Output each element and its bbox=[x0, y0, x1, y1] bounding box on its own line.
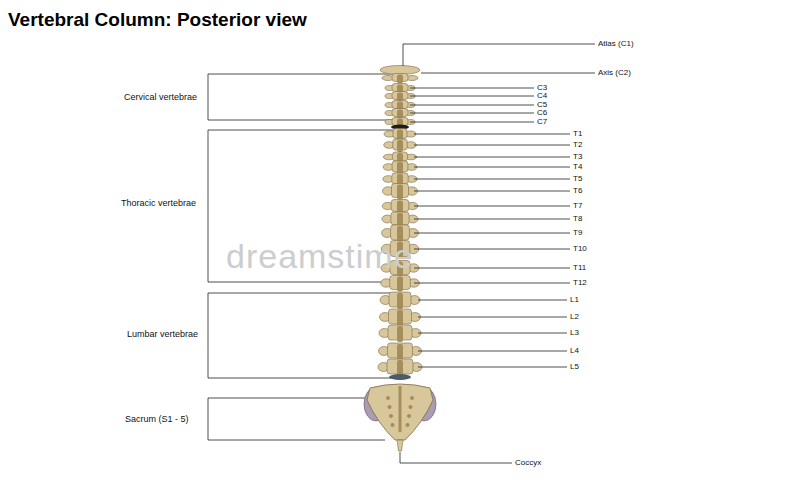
vertebra-label: L4 bbox=[570, 347, 579, 355]
leader-line bbox=[410, 105, 534, 106]
leader-line bbox=[414, 249, 570, 250]
leader-line bbox=[414, 283, 570, 284]
lumbar-bracket bbox=[208, 293, 393, 378]
vertebra-label: T7 bbox=[573, 202, 582, 210]
vertebra-label: Axis (C2) bbox=[598, 69, 631, 77]
leader-line bbox=[400, 452, 512, 463]
leader-line bbox=[410, 113, 534, 114]
sacrum-bracket bbox=[208, 398, 385, 440]
leader-line bbox=[414, 157, 570, 158]
spinous-process bbox=[397, 185, 403, 200]
intervertebral-disc bbox=[389, 374, 411, 380]
sacrum-bone bbox=[367, 384, 433, 440]
region-label: Lumbar vertebrae bbox=[127, 330, 198, 339]
sacral-foramen bbox=[386, 396, 390, 400]
sacral-foramen bbox=[391, 423, 395, 427]
vertebra-label: T8 bbox=[573, 215, 582, 223]
coccyx-bone bbox=[397, 440, 403, 451]
spinous-process bbox=[397, 140, 403, 152]
vertebra-label: T1 bbox=[573, 130, 582, 138]
region-label: Cervical vertebrae bbox=[124, 93, 197, 102]
leader-line bbox=[421, 73, 595, 74]
spinous-process bbox=[397, 310, 403, 326]
vertebra-label: T12 bbox=[573, 279, 587, 287]
atlas-bone bbox=[380, 66, 420, 75]
spinous-process bbox=[397, 93, 403, 102]
sacral-foramen bbox=[407, 414, 411, 418]
spinous-process bbox=[397, 293, 403, 309]
region-label: Sacrum (S1 - 5) bbox=[125, 415, 189, 424]
spinous-process bbox=[397, 75, 403, 84]
vertebra-label: T6 bbox=[573, 187, 582, 195]
vertebra-label: Atlas (C1) bbox=[598, 40, 634, 48]
vertebra-label: L2 bbox=[570, 313, 579, 321]
leader-line bbox=[418, 367, 567, 368]
leader-line bbox=[418, 333, 567, 334]
leader-line bbox=[414, 134, 570, 135]
vertebra-label: C7 bbox=[537, 118, 547, 126]
vertebra-label: T10 bbox=[573, 245, 587, 253]
spinous-process bbox=[397, 277, 403, 292]
leader-line bbox=[414, 167, 570, 168]
spinous-process bbox=[397, 326, 403, 342]
vertebra-label: T5 bbox=[573, 175, 582, 183]
leader-line bbox=[410, 96, 534, 97]
sacral-foramen bbox=[389, 414, 393, 418]
leader-line bbox=[403, 44, 595, 66]
diagram-title: Vertebral Column: Posterior view bbox=[8, 10, 307, 29]
leader-line bbox=[418, 351, 567, 352]
vertebra-label: T3 bbox=[573, 153, 582, 161]
leader-line bbox=[414, 219, 570, 220]
vertebra-label: C3 bbox=[537, 84, 547, 92]
leader-line bbox=[414, 206, 570, 207]
spinous-process bbox=[397, 162, 403, 174]
vertebra-label: C5 bbox=[537, 101, 547, 109]
vertebra-label: T11 bbox=[573, 264, 586, 272]
leader-line bbox=[414, 268, 570, 269]
leader-line bbox=[418, 300, 567, 301]
vertebra-label: Coccyx bbox=[515, 459, 541, 467]
vertebra-label: L1 bbox=[570, 296, 579, 304]
vertebra-label: C6 bbox=[537, 109, 547, 117]
spinous-process bbox=[397, 110, 403, 119]
leader-line bbox=[414, 191, 570, 192]
vertebra-label: T9 bbox=[573, 229, 582, 237]
median-crest bbox=[399, 386, 402, 432]
spinous-process bbox=[397, 344, 403, 360]
vertebra-label: T4 bbox=[573, 163, 582, 171]
leader-line bbox=[418, 317, 567, 318]
sacral-foramen bbox=[409, 405, 413, 409]
spinous-process bbox=[397, 360, 403, 376]
cervical-bracket bbox=[208, 74, 393, 120]
vertebra-label: L5 bbox=[570, 363, 579, 371]
sacral-foramen bbox=[388, 405, 392, 409]
region-label: Thoracic vertebrae bbox=[121, 199, 196, 208]
sacral-foramen bbox=[410, 396, 414, 400]
vertebra-label: T2 bbox=[573, 141, 582, 149]
leader-line bbox=[414, 179, 570, 180]
sacral-foramen bbox=[406, 423, 410, 427]
leader-line bbox=[410, 88, 534, 89]
leader-line bbox=[410, 122, 534, 123]
vertebra-label: C4 bbox=[537, 92, 547, 100]
spinous-process bbox=[397, 201, 403, 214]
leader-line bbox=[414, 233, 570, 234]
leader-line bbox=[414, 145, 570, 146]
watermark: dreamstime bbox=[226, 239, 414, 273]
vertebra-label: L3 bbox=[570, 329, 579, 337]
